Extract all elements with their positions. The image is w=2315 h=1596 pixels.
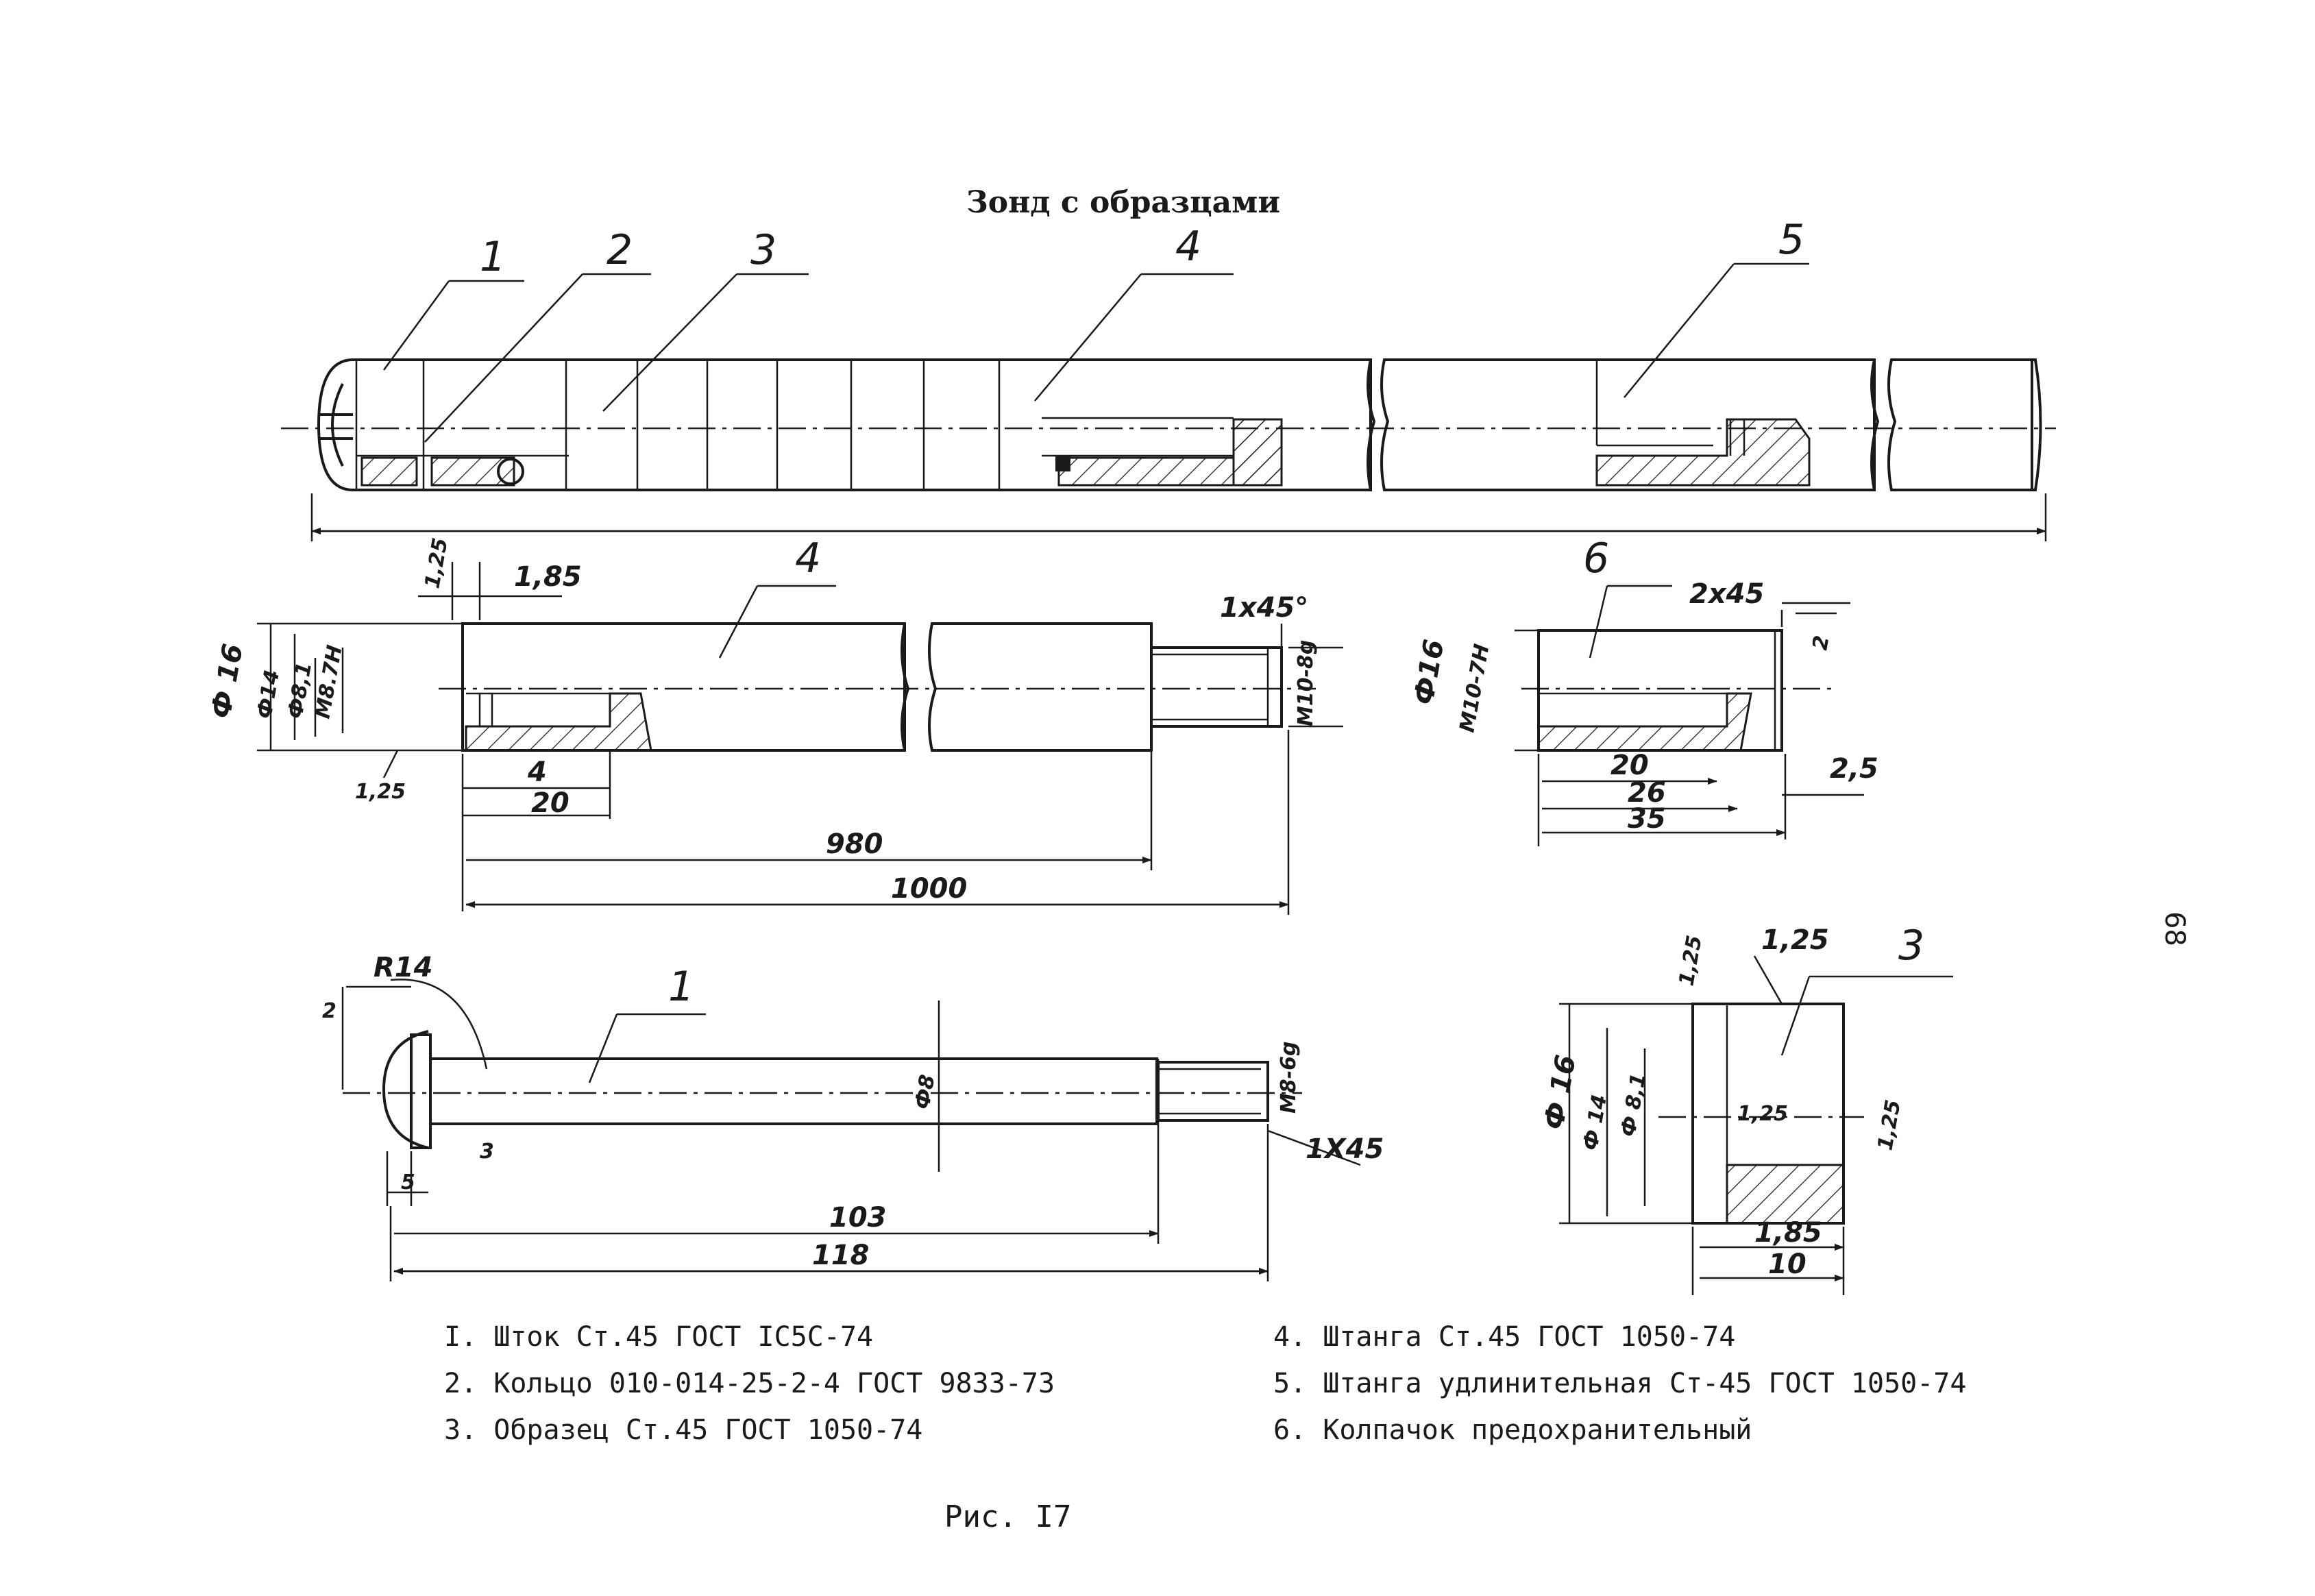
- sample-dim-1-25-d: 1,25: [1873, 1098, 1905, 1152]
- position-3-label: 3: [750, 226, 776, 274]
- parts-legend-left: I. Шток Ст.45 ГОСТ IC5C-74 2. Кольцо 010…: [444, 1314, 1055, 1453]
- part-1-stem-view: Ф8 М8-6g 1 R14 2 3 5 1Х45 103 118: [322, 952, 1384, 1281]
- position-4-label: 4: [1175, 223, 1201, 271]
- stem-dim-2: 2: [322, 999, 336, 1023]
- rod-diameter-14: Ф14: [252, 668, 284, 720]
- position-2-label: 2: [607, 226, 633, 274]
- rod-dim-4: 4: [527, 757, 547, 788]
- cap-position-6-label: 6: [1583, 535, 1609, 582]
- sample-dim-10: 10: [1768, 1249, 1806, 1280]
- stem-dim-3: 3: [480, 1140, 494, 1164]
- rod-chamfer-1x45: 1х45°: [1220, 592, 1308, 624]
- stem-dim-103: 103: [829, 1202, 887, 1233]
- figure-caption: Рис. I7: [944, 1499, 1072, 1534]
- rod-dim-20: 20: [531, 787, 569, 819]
- stem-dim-5: 5: [401, 1170, 415, 1194]
- sample-dim-1-85: 1,85: [1754, 1217, 1822, 1249]
- stem-dim-118: 118: [812, 1240, 870, 1271]
- page-number: 68: [2159, 911, 2190, 946]
- position-1-label: 1: [480, 233, 506, 281]
- assembly-view: 1 2 3 4 5: [281, 216, 2056, 541]
- cap-dim-2-5: 2,5: [1830, 753, 1878, 785]
- rod-dim-1000: 1000: [891, 873, 967, 905]
- rod-dim-980: 980: [826, 828, 883, 860]
- rod-thread-m8: М8.7Н: [310, 643, 347, 721]
- part-3-sample-view: 3 1,25 1,25 1,25 1,25 Ф 16 Ф 14 Ф 8,1 1,…: [1539, 922, 1953, 1295]
- sample-diameter-8-1: Ф 8,1: [1616, 1071, 1651, 1138]
- stem-radius-14: R14: [373, 952, 432, 983]
- drawing-title: Зонд с образцами: [966, 185, 1280, 220]
- legend-item-6: 6. Колпачок предохранительный: [1273, 1414, 1752, 1446]
- stem-position-1-label: 1: [668, 963, 694, 1011]
- part-4-rod-view: 4 Ф 16 Ф14 Ф8,1 М8.7Н 1,25 1,85 1,25 1х4…: [206, 535, 1343, 915]
- stem-diameter-8: Ф8: [910, 1072, 940, 1111]
- cap-dim-35: 35: [1628, 803, 1666, 835]
- parts-legend-right: 4. Штанга Ст.45 ГОСТ 1050-74 5. Штанга у…: [1273, 1314, 1966, 1453]
- rod-dim-1-25-bottom: 1,25: [355, 780, 406, 804]
- stem-thread-m8: М8-6g: [1277, 1041, 1301, 1114]
- sample-position-3-label: 3: [1898, 922, 1924, 970]
- cap-chamfer-2x45: 2х45: [1689, 578, 1764, 610]
- sample-dim-1-25-b: 1,25: [1761, 924, 1829, 956]
- legend-item-3: 3. Образец Ст.45 ГОСТ 1050-74: [444, 1414, 923, 1446]
- legend-item-1: I. Шток Ст.45 ГОСТ IC5C-74: [444, 1321, 874, 1353]
- sample-dim-1-25-a: 1,25: [1674, 933, 1706, 987]
- cap-dim-2: 2: [1808, 634, 1834, 652]
- sample-dim-1-25-c: 1,25: [1737, 1102, 1788, 1126]
- rod-dim-1-25-top: 1,25: [420, 536, 452, 590]
- sample-diameter-16: Ф 16: [1539, 1053, 1582, 1132]
- part-6-cap-view: 6 2х45 2 Ф16 М10-7Н 20 26 35 2,5: [1408, 535, 1878, 846]
- cap-diameter-16: Ф16: [1408, 637, 1451, 707]
- rod-diameter-16: Ф 16: [206, 641, 249, 721]
- rod-dim-1-85: 1,85: [514, 561, 582, 593]
- rod-thread-m10: М10-8g: [1294, 640, 1318, 726]
- legend-item-5: 5. Штанга удлинительная Ст-45 ГОСТ 1050-…: [1273, 1368, 1967, 1399]
- legend-item-2: 2. Кольцо 010-014-25-2-4 ГОСТ 9833-73: [444, 1368, 1055, 1399]
- cap-dim-20: 20: [1610, 750, 1649, 781]
- legend-item-4: 4. Штанга Ст.45 ГОСТ 1050-74: [1273, 1321, 1736, 1353]
- position-5-label: 5: [1778, 216, 1804, 264]
- rod-position-4-label: 4: [795, 535, 821, 582]
- cap-thread-m10: М10-7Н: [1455, 642, 1494, 734]
- cap-dim-26: 26: [1628, 777, 1666, 809]
